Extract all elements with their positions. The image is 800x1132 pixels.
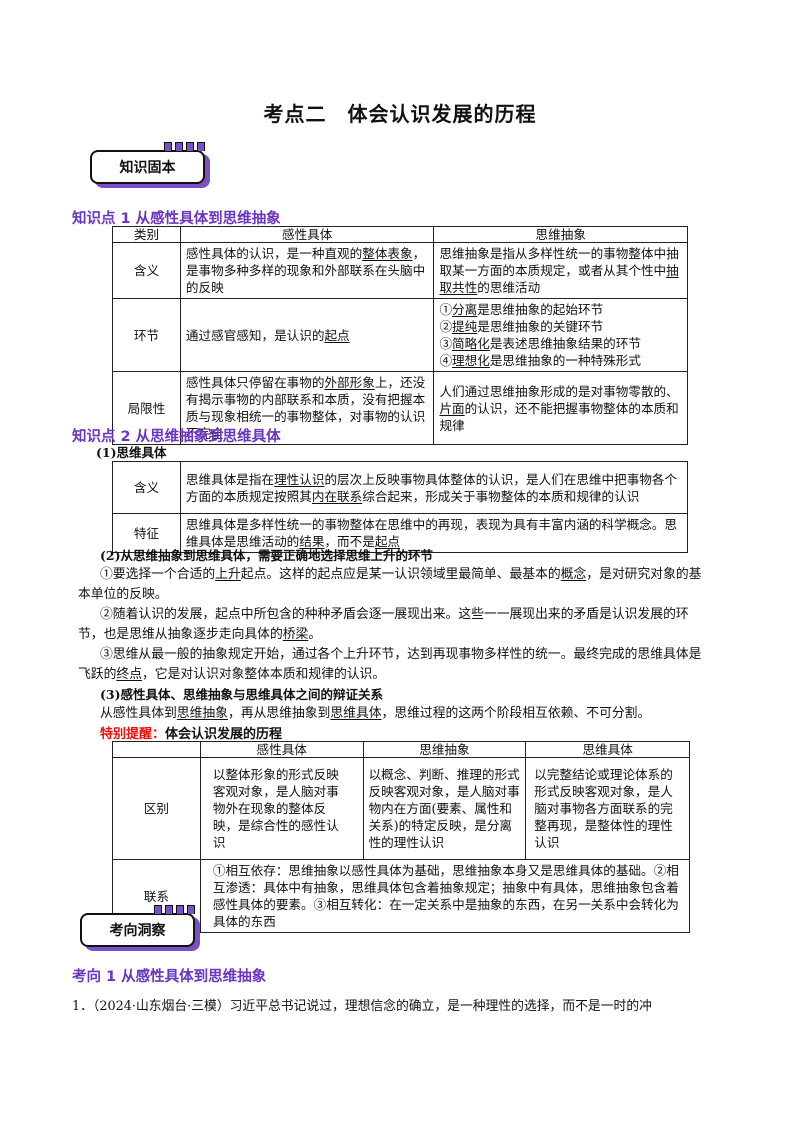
row-label: 局限性: [112, 371, 181, 445]
badge-label: 知识固本: [119, 160, 176, 176]
kp2-sub3: (3)感性具体、思维抽象与思维具体之间的辩证关系: [100, 687, 384, 702]
cell: ①相互依存：思维抽象以感性具体为基础，思维抽象本身又是思维具体的基础。②相互渗透…: [199, 859, 691, 933]
cell: 思维具体是指在理性认识的层次上反映事物具体整体的认识，是人们在思维中把事物各个方…: [179, 461, 689, 514]
header-cell: 思维抽象: [433, 226, 688, 243]
header-cell: [112, 741, 201, 758]
page-title: 考点二 体会认识发展的历程: [263, 102, 537, 126]
kp2-sub1: (1)思维具体: [96, 445, 167, 460]
kp2-sub2: (2)从思维抽象到思维具体，需要正确地选择思维上升的环节: [100, 548, 434, 563]
header-cell: 思维具体: [525, 741, 690, 758]
badge-label: 考向洞察: [109, 923, 166, 939]
cell: 思维抽象是指从多样性统一的事物整体中抽取某一方面的本质规定，或者从其个性中抽取共…: [433, 242, 688, 299]
kp2-para-2: ②随着认识的发展，起点中所包含的种种矛盾会逐一展现出来。这些一一展现出来的矛盾是…: [78, 607, 689, 642]
cell: 思维具体是多样性统一的事物整体在思维中的再现，表现为具有丰富内涵的科学概念。思维…: [179, 513, 689, 553]
table-row: 类别 感性具体 思维抽象: [112, 226, 688, 243]
table-row: 含义 感性具体的认识，是一种直观的整体表象，是事物多种多样的现象和外部联系在头脑…: [112, 242, 688, 299]
cell: 人们通过思维抽象形成的是对事物零散的、片面的认识，还不能把握事物整体的本质和规律: [433, 371, 688, 445]
table-row: 感性具体 思维抽象 思维具体: [112, 741, 690, 758]
cell: 通过感官感知，是认识的起点: [179, 298, 435, 372]
header-cell: 思维抽象: [362, 741, 527, 758]
kx1-heading: 考向 1 从感性具体到思维抽象: [72, 969, 267, 985]
kp1-heading: 知识点 1 从感性具体到思维抽象: [72, 211, 281, 227]
header-cell: 感性具体: [199, 741, 364, 758]
cell: 以完整结论或理论体系的形式反映客观对象，是人脑对事物各方面联系的完整再现，是整体…: [525, 757, 690, 860]
table-row: 含义 思维具体是指在理性认识的层次上反映事物具体整体的认识，是人们在思维中把事物…: [112, 461, 689, 514]
kp1-table: 类别 感性具体 思维抽象 含义 感性具体的认识，是一种直观的整体表象，是事物多种…: [112, 226, 688, 445]
table-row: 联系 ①相互依存：思维抽象以感性具体为基础，思维抽象本身又是思维具体的基础。②相…: [112, 859, 691, 933]
section-badge-knowledge: 知识固本: [90, 142, 205, 184]
badge-tabs: [164, 142, 205, 151]
tip-heading: 特别提醒：体会认识发展的历程: [100, 727, 283, 742]
section-badge-direction: 考向洞察: [80, 905, 195, 947]
cell: 感性具体的认识，是一种直观的整体表象，是事物多种多样的现象和外部联系在头脑中的反…: [179, 242, 435, 299]
row-label: 含义: [112, 461, 181, 514]
row-label: 含义: [112, 242, 181, 299]
kp2-para-4: 从感性具体到思维抽象，再从思维抽象到思维具体，思维过程的这两个阶段相互依赖、不可…: [100, 706, 651, 721]
tip-table: 感性具体 思维抽象 思维具体 区别 以整体形象的形式反映客观对象，是人脑对事物外…: [112, 741, 691, 933]
row-label: 环节: [112, 298, 181, 372]
header-cell: 类别: [112, 226, 181, 243]
table-row: 区别 以整体形象的形式反映客观对象，是人脑对事物外在现象的整体反映，是综合性的感…: [112, 757, 690, 860]
cell: 感性具体只停留在事物的外部形象上，还没有揭示事物的内部联系和本质，没有把握本质与…: [179, 371, 435, 445]
header-cell: 感性具体: [179, 226, 435, 243]
kp2-para-1: ①要选择一个合适的上升起点。这样的起点应是某一认识领域里最简单、最基本的概念，是…: [78, 567, 702, 602]
cell: 以概念、判断、推理的形式反映客观对象，是人脑对事物内在方面(要素、属性和关系)的…: [362, 757, 527, 860]
table-row: 特征 思维具体是多样性统一的事物整体在思维中的再现，表现为具有丰富内涵的科学概念…: [112, 513, 689, 553]
table-row: 局限性 感性具体只停留在事物的外部形象上，还没有揭示事物的内部联系和本质，没有把…: [112, 371, 688, 445]
kp2-heading: 知识点 2 从思维抽象到思维具体: [72, 429, 281, 445]
badge-tabs: [154, 905, 195, 914]
row-label: 区别: [112, 757, 201, 860]
question-1: 1．（2024·山东烟台·三模）习近平总书记说过，理想信念的确立，是一种理性的选…: [72, 999, 652, 1014]
kp2-para-3: ③思维从最一般的抽象规定开始，通过各个上升环节，达到再现事物多样性的统一。最终完…: [78, 647, 702, 682]
kp2-table: 含义 思维具体是指在理性认识的层次上反映事物具体整体的认识，是人们在思维中把事物…: [112, 461, 689, 553]
table-row: 环节 通过感官感知，是认识的起点 ①分离是思维抽象的起始环节 ②提纯是思维抽象的…: [112, 298, 688, 372]
cell: 以整体形象的形式反映客观对象，是人脑对事物外在现象的整体反映，是综合性的感性认识: [199, 757, 364, 860]
cell: ①分离是思维抽象的起始环节 ②提纯是思维抽象的关键环节 ③简略化是表述思维抽象结…: [433, 298, 688, 372]
